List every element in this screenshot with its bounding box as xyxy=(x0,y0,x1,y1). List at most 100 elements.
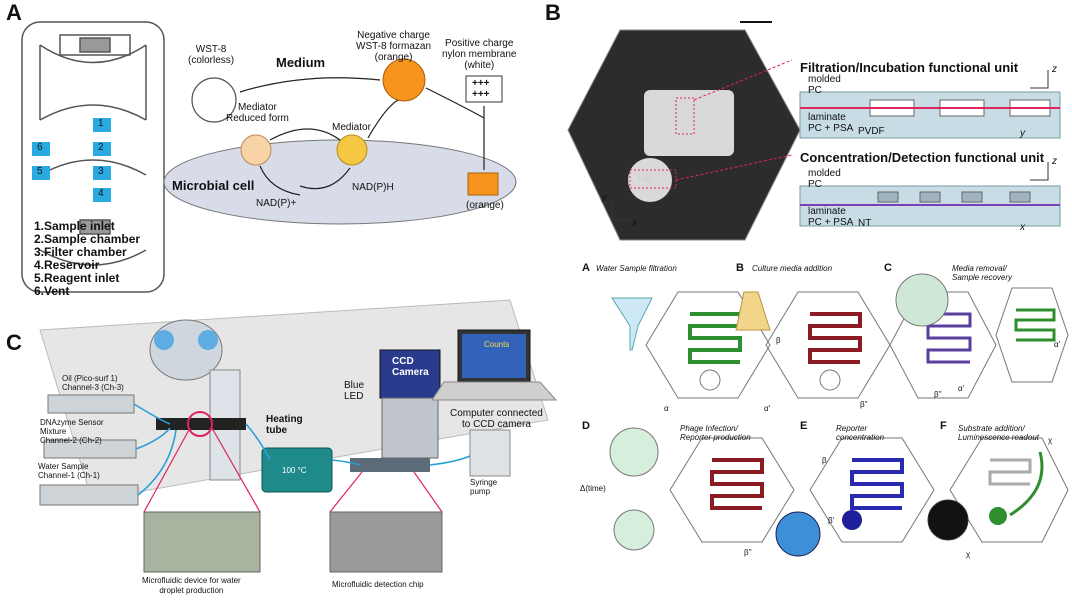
section2-chambers xyxy=(877,191,1031,203)
device-number-boxes xyxy=(32,118,111,202)
device-number-6: 6 xyxy=(37,142,43,153)
step-e-caption: Reporter concentration xyxy=(836,424,885,442)
nt-label: NT xyxy=(858,218,872,229)
water-channel-label: Water Sample Channel-1 (Ch-1) xyxy=(38,462,100,480)
step-a-label-alpha-prime: α' xyxy=(764,404,771,413)
step-panel-d-device xyxy=(669,437,795,543)
step-e-label-beta: β xyxy=(822,456,827,465)
chip-detection-circle xyxy=(628,158,672,202)
formazan-circle xyxy=(382,58,426,102)
pvdf-label: PVDF xyxy=(858,126,885,137)
step-d-zoom-circle-2 xyxy=(613,509,655,551)
panel-letter-c: C xyxy=(6,330,22,355)
droplet-micrograph xyxy=(143,511,261,573)
syringe-pump-right xyxy=(469,429,511,477)
axis-x-label: x xyxy=(632,218,637,229)
counts-label: Counts xyxy=(484,340,510,349)
zoom-lines xyxy=(143,427,443,513)
detection-micrograph xyxy=(329,511,443,573)
step-c-letter: C xyxy=(884,262,892,274)
detection-chip-caption: Microfluidic detection chip xyxy=(332,580,424,589)
axis-y-label: y xyxy=(602,192,607,203)
step-c-label-3: β'' xyxy=(934,390,942,399)
step-b-label-beta-dprime: β'' xyxy=(860,400,868,409)
medium-label: Medium xyxy=(276,55,326,70)
microbial-cell-label: Microbial cell xyxy=(172,178,255,193)
step-e-letter: E xyxy=(800,420,808,432)
device-legend: 1.Sample inlet 2.Sample chamber 3.Filter… xyxy=(34,220,140,298)
step-a-funnel xyxy=(611,297,653,351)
step-b-label-beta: β xyxy=(776,336,781,345)
panel-letter-a: A xyxy=(6,0,22,25)
step-d-zoom-circle-1 xyxy=(609,427,659,477)
step-d-label-time: Δ(time) xyxy=(580,484,606,493)
wst8-label: WST-8 (colorless) xyxy=(188,44,235,66)
membrane-label: Positive charge nylon membrane (white) xyxy=(442,38,517,71)
step-e-zoom-circle xyxy=(775,511,821,557)
step-a-label-alpha: α xyxy=(664,404,669,413)
step-c-label-1: α' xyxy=(958,384,965,393)
device-number-5: 5 xyxy=(37,166,43,177)
step-f-caption: Substrate addition/ Luminescence readout xyxy=(958,424,1039,442)
wst8-circle xyxy=(191,77,237,123)
step-a-letter: A xyxy=(582,262,590,274)
step-f-label-chi-2: χ xyxy=(966,550,971,559)
pointer-lines xyxy=(675,59,793,181)
device-number-1: 1 xyxy=(98,118,104,129)
droplet-device-caption: Microfluidic device for water droplet pr… xyxy=(142,576,241,595)
computer-label: Computer connected to CCD camera xyxy=(450,408,543,430)
step-c-caption: Media removal/ Sample recovery xyxy=(952,264,1013,282)
orange-result-label: (orange) xyxy=(466,200,504,211)
heating-plate xyxy=(261,447,333,493)
mediator-reduced-circle xyxy=(240,134,272,166)
chip-up-label: Up xyxy=(638,172,651,183)
device-number-3: 3 xyxy=(98,166,104,177)
membrane-charge-marks: +++ +++ xyxy=(472,78,490,100)
unit1-title: Filtration/Incubation functional unit xyxy=(800,60,1019,75)
step-b-caption: Culture media addition xyxy=(752,264,833,273)
detection-chip-stage xyxy=(350,458,430,472)
dnazyme-channel-label: DNAzyme Sensor Mixture Channel-2 (Ch-2) xyxy=(40,418,104,445)
mediator-reduced-label: Mediator Reduced form xyxy=(226,102,289,124)
step-f-zoom-circle xyxy=(927,499,969,541)
axis-z-label-2: z xyxy=(1052,156,1057,167)
legend-item: 4.Reservoir xyxy=(34,258,100,272)
microfluidic-device-outline xyxy=(21,21,165,293)
temperature-label: 100 °C xyxy=(282,466,307,475)
legend-item: 5.Reagent inlet xyxy=(34,271,120,285)
orange-result-box xyxy=(467,172,499,196)
step-c-zoom-circle xyxy=(895,273,949,327)
microscope xyxy=(149,319,241,481)
device-number-2: 2 xyxy=(98,142,104,153)
step-b-letter: B xyxy=(736,262,744,274)
step-d-letter: D xyxy=(582,420,590,432)
tubing xyxy=(133,403,471,496)
molded-pc-label-1: molded PC xyxy=(808,74,841,96)
unit2-title: Concentration/Detection functional unit xyxy=(800,150,1045,165)
step-d-label-beta: β'' xyxy=(744,548,752,557)
formazan-label: Negative charge WST-8 formazan (orange) xyxy=(356,30,432,63)
legend-item: 1.Sample inlet xyxy=(34,219,115,233)
heating-tube-label: Heating tube xyxy=(266,414,303,436)
syringe-pump-label: Syringe pump xyxy=(470,478,498,496)
laminate-label-1: laminate PC + PSA xyxy=(808,112,854,134)
axis-x-label-2: x xyxy=(1020,222,1025,233)
step-f-detection-dot xyxy=(989,507,1007,525)
axis-y-label-2: y xyxy=(1020,128,1025,139)
oil-channel-label: Oil (Pico-surf 1) Channel-3 (Ch-3) xyxy=(62,374,124,392)
axis-z-label-1: z xyxy=(1052,64,1057,75)
step-f-letter: F xyxy=(940,420,947,432)
highlight-filtration xyxy=(675,97,695,135)
ccd-camera-label: CCD Camera xyxy=(392,356,429,378)
step-panel-e-device xyxy=(809,437,935,543)
step-panel-b-device xyxy=(765,291,891,399)
device-number-4: 4 xyxy=(98,188,104,199)
step-panel-f-device xyxy=(949,437,1069,543)
step-b-flask xyxy=(735,291,771,331)
molded-pc-label-2: molded PC xyxy=(808,168,841,190)
mediator-circle xyxy=(336,134,368,166)
step-a-caption: Water Sample filtration xyxy=(596,264,677,273)
syringe-pumps xyxy=(39,394,139,506)
droplet-chip xyxy=(156,418,246,430)
